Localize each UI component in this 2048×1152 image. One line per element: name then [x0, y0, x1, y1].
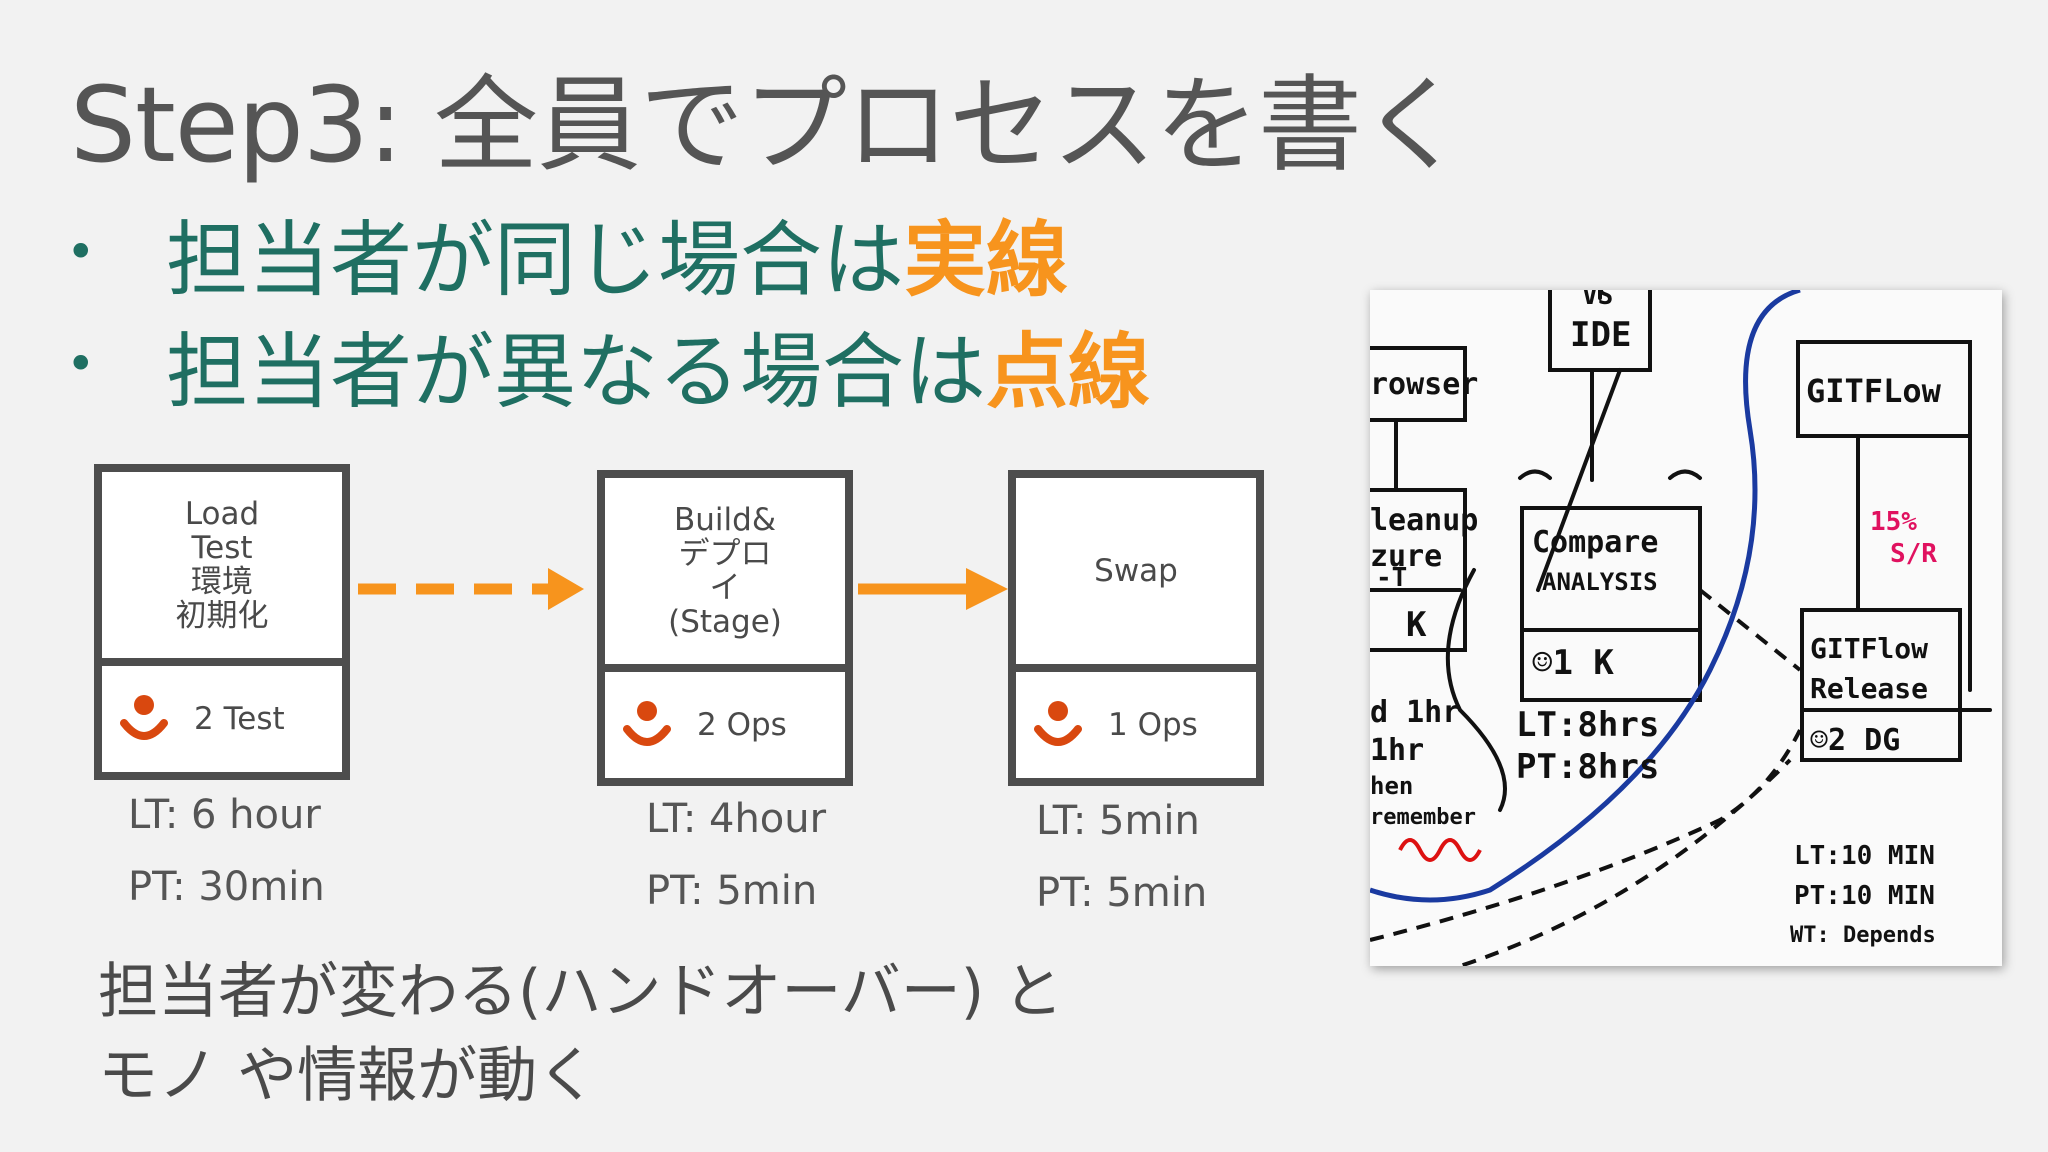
wb-browser: rowser — [1370, 367, 1478, 402]
wb-vs: VS — [1582, 290, 1613, 311]
wb-hr: 1hr — [1370, 733, 1424, 768]
solid-arrow — [858, 568, 1008, 610]
step-owner: 2 Test — [194, 701, 285, 737]
wb-pt2: PT:10 MIN — [1794, 881, 1935, 911]
wb-release: Release — [1810, 672, 1928, 705]
step-owner-row: 2 Ops — [605, 672, 845, 778]
wb-pt: PT:8hrs — [1516, 747, 1659, 787]
bullet-item: • 担当者が同じ場合は実線 — [66, 196, 1150, 308]
step-lead-time: LT: 6 hour — [128, 792, 321, 838]
wb-lt2: LT:10 MIN — [1794, 841, 1935, 871]
step-process-time: PT: 5min — [646, 868, 818, 914]
step-name: Load Test 環境 初期化 — [102, 472, 342, 666]
wb-cleanup: leanup — [1370, 503, 1478, 538]
step-name: Build& デプロ イ (Stage) — [605, 478, 845, 672]
process-step-load-test: Load Test 環境 初期化 2 Test — [94, 464, 350, 780]
note-line: モノ や情報が動く — [98, 1041, 598, 1111]
wb-cleanup: -T — [1376, 563, 1407, 593]
person-icon — [1034, 701, 1082, 746]
bullet-dot-icon: • — [66, 335, 96, 393]
whiteboard-photo: IDE VS rowser GITFLow leanup zure -T K C… — [1370, 290, 2002, 966]
bullet-highlight: 実線 — [904, 212, 1069, 308]
bullet-list: • 担当者が同じ場合は実線 • 担当者が異なる場合は点線 — [66, 196, 1150, 420]
step-lead-time: LT: 4hour — [646, 796, 827, 842]
step-process-time: PT: 5min — [1036, 870, 1208, 916]
wb-lt: LT:8hrs — [1516, 705, 1659, 745]
wb-compare: Compare — [1532, 525, 1658, 560]
wb-cleanup: zure — [1370, 539, 1442, 574]
wb-wt: WT: Depends — [1790, 923, 1936, 948]
step-owner: 1 Ops — [1108, 707, 1198, 743]
wb-red-note: 15% — [1870, 507, 1917, 537]
whiteboard-drawing: IDE VS rowser GITFLow leanup zure -T K C… — [1370, 290, 1992, 966]
note-line: 担当者が変わる(ハンドオーバー) と — [98, 957, 1064, 1027]
bullet-dot-icon: • — [66, 223, 96, 281]
person-icon — [120, 695, 168, 740]
wb-release: GITFlow — [1810, 632, 1928, 665]
wb-hen: hen — [1370, 772, 1413, 800]
wb-compare: ANALYSIS — [1542, 568, 1658, 596]
wb-ide: IDE — [1570, 315, 1631, 355]
wb-remember: remember — [1370, 805, 1476, 830]
step-name: Swap — [1016, 478, 1256, 672]
dashed-arrow — [358, 568, 584, 610]
process-step-swap: Swap 1 Ops — [1008, 470, 1264, 786]
step-owner: 2 Ops — [697, 707, 787, 743]
wb-gitflow: GITFLow — [1806, 372, 1942, 410]
wb-k: K — [1406, 605, 1427, 645]
person-icon — [623, 701, 671, 746]
wb-smiley-k: ☺1 K — [1532, 643, 1614, 683]
step-lead-time: LT: 5min — [1036, 798, 1200, 844]
step-owner-row: 1 Ops — [1016, 672, 1256, 778]
bullet-text: 担当者が異なる場合は — [166, 324, 987, 420]
wb-dg: ☺2 DG — [1810, 723, 1900, 758]
step-owner-row: 2 Test — [102, 666, 342, 772]
process-step-build-deploy: Build& デプロ イ (Stage) 2 Ops — [597, 470, 853, 786]
bullet-highlight: 点線 — [986, 324, 1151, 420]
slide-title: Step3: 全員でプロセスを書く — [70, 64, 1465, 186]
wb-red-note: S/R — [1890, 539, 1937, 569]
bullet-text: 担当者が同じ場合は — [166, 212, 905, 308]
handover-note: 担当者が変わる(ハンドオーバー) と モノ や情報が動く — [98, 950, 1063, 1118]
step-process-time: PT: 30min — [128, 864, 325, 910]
bullet-item: • 担当者が異なる場合は点線 — [66, 308, 1150, 420]
wb-d1hr: d 1hr — [1370, 695, 1460, 730]
